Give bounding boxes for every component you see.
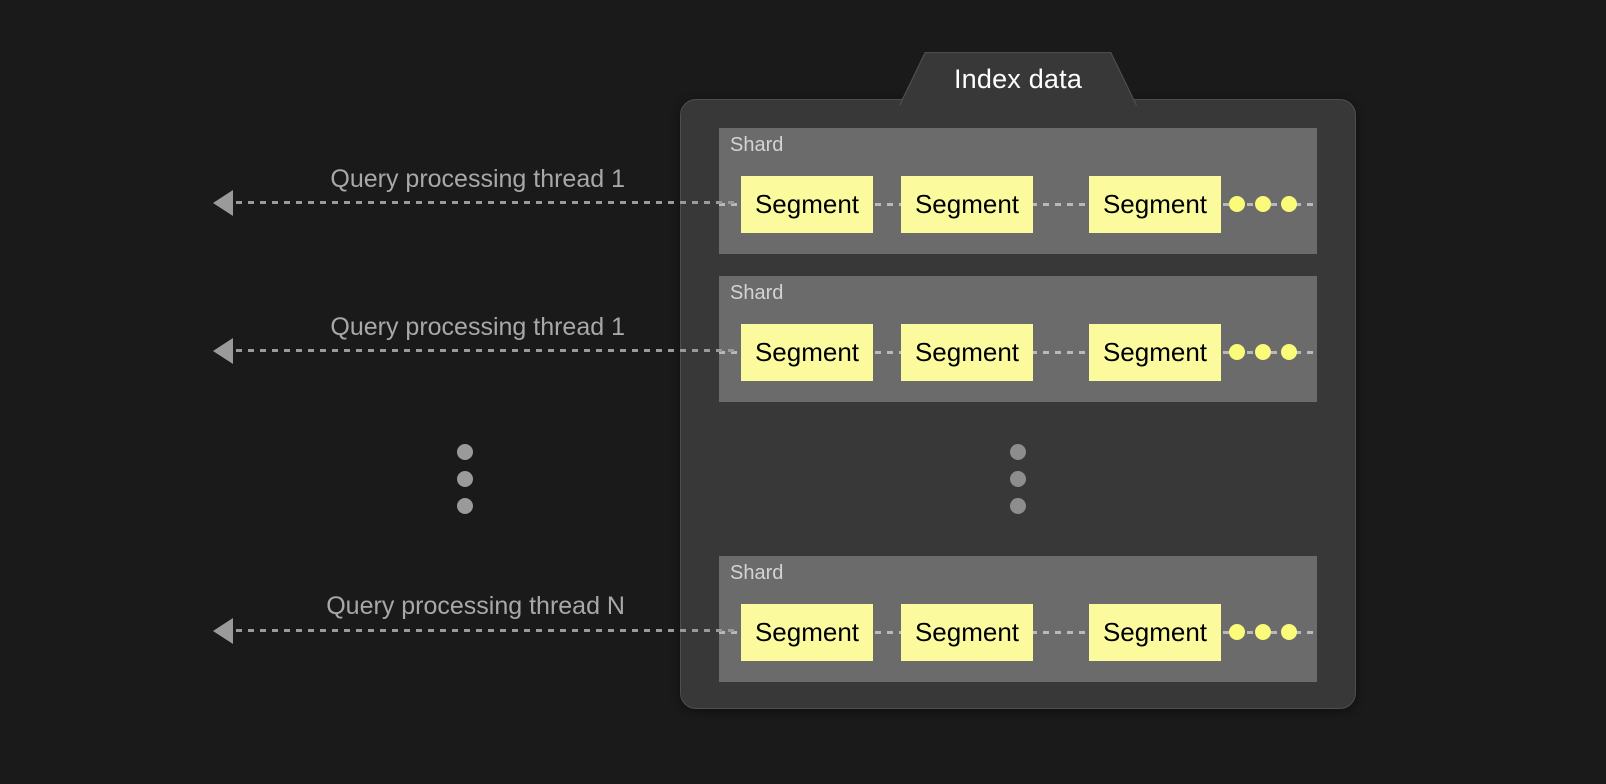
thread-label: Query processing thread 1 [330,165,625,193]
index-data-tab-label: Index data [953,63,1083,94]
ellipsis-dot [1281,344,1297,360]
thread-arrow-icon [213,190,233,216]
segment-box: Segment [1089,604,1221,661]
ellipsis-dot [1010,444,1026,460]
ellipsis-dot [457,471,473,487]
ellipsis-dot [457,498,473,514]
segment-ellipsis [1229,344,1309,362]
thread-arrow-icon [213,338,233,364]
shard-row: Shard Segment Segment Segment [719,128,1317,254]
ellipsis-dot [1010,498,1026,514]
thread-vertical-ellipsis [457,444,473,525]
shard-label: Shard [730,134,784,156]
ellipsis-dot [1229,344,1245,360]
segment-ellipsis [1229,624,1309,642]
ellipsis-dot [1010,471,1026,487]
thread-connector-line [236,349,736,352]
ellipsis-dot [457,444,473,460]
segment-box: Segment [901,324,1033,381]
thread-arrow-icon [213,618,233,644]
thread-connector-line [236,201,736,204]
segment-box: Segment [1089,324,1221,381]
thread-label: Query processing thread N [326,592,625,620]
shard-vertical-ellipsis [1010,444,1026,525]
segment-box: Segment [901,604,1033,661]
thread-connector-line [236,629,736,632]
ellipsis-dot [1229,196,1245,212]
ellipsis-dot [1255,196,1271,212]
ellipsis-dot [1255,344,1271,360]
ellipsis-dot [1229,624,1245,640]
ellipsis-dot [1281,624,1297,640]
segment-box: Segment [741,324,873,381]
segment-ellipsis [1229,196,1309,214]
segment-box: Segment [741,176,873,233]
segment-box: Segment [901,176,1033,233]
shard-label: Shard [730,562,784,584]
segment-box: Segment [1089,176,1221,233]
shard-row: Shard Segment Segment Segment [719,276,1317,402]
shard-row: Shard Segment Segment Segment [719,556,1317,682]
ellipsis-dot [1281,196,1297,212]
shard-label: Shard [730,282,784,304]
thread-label: Query processing thread 1 [330,313,625,341]
segment-box: Segment [741,604,873,661]
ellipsis-dot [1255,624,1271,640]
